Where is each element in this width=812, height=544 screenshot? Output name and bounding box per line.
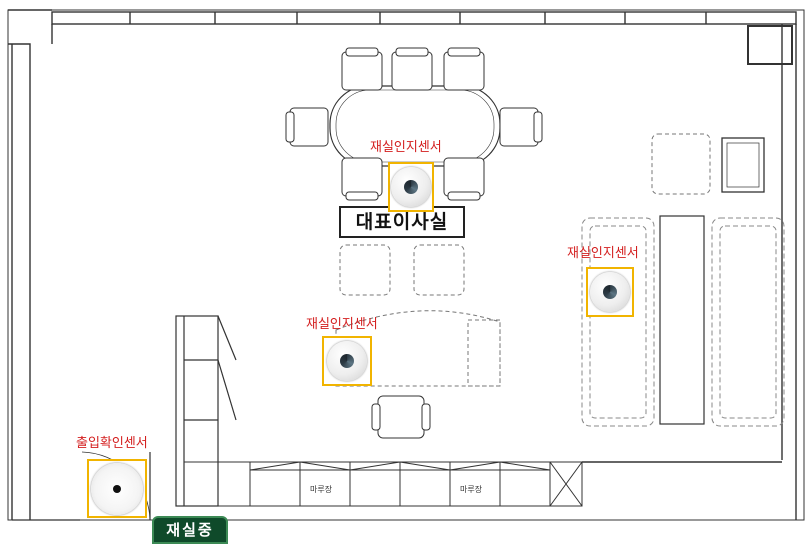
chairs <box>285 47 543 201</box>
guest-chairs <box>339 133 711 296</box>
sensor-icon <box>391 167 431 207</box>
sofas <box>581 217 785 427</box>
presence-sensor-2[interactable] <box>586 267 634 317</box>
occupancy-status-badge: 재실중 <box>152 516 228 544</box>
presence-sensor-label-1: 재실인지센서 <box>370 140 442 155</box>
presence-sensor-3[interactable] <box>322 336 372 386</box>
entry-sensor[interactable] <box>87 459 147 518</box>
cabinet-label-1: 마루장 <box>310 485 333 494</box>
coffee-table <box>659 215 705 425</box>
presence-sensor-1[interactable] <box>388 162 434 212</box>
entry-sensor-icon <box>91 462 143 515</box>
side-table <box>721 137 765 193</box>
presence-sensor-label-2: 재실인지센서 <box>567 246 639 261</box>
executive-desk <box>335 310 501 387</box>
outer-walls <box>7 9 805 521</box>
cabinet-label-2: 마루장 <box>460 485 483 494</box>
presence-sensor-label-3: 재실인지센서 <box>306 317 378 332</box>
cabinets <box>183 461 782 507</box>
sensor-icon <box>327 341 367 381</box>
entry-sensor-label: 출입확인센서 <box>76 436 148 451</box>
desk-chair <box>371 395 431 439</box>
bookcase <box>175 315 237 507</box>
sensor-icon <box>590 272 630 312</box>
